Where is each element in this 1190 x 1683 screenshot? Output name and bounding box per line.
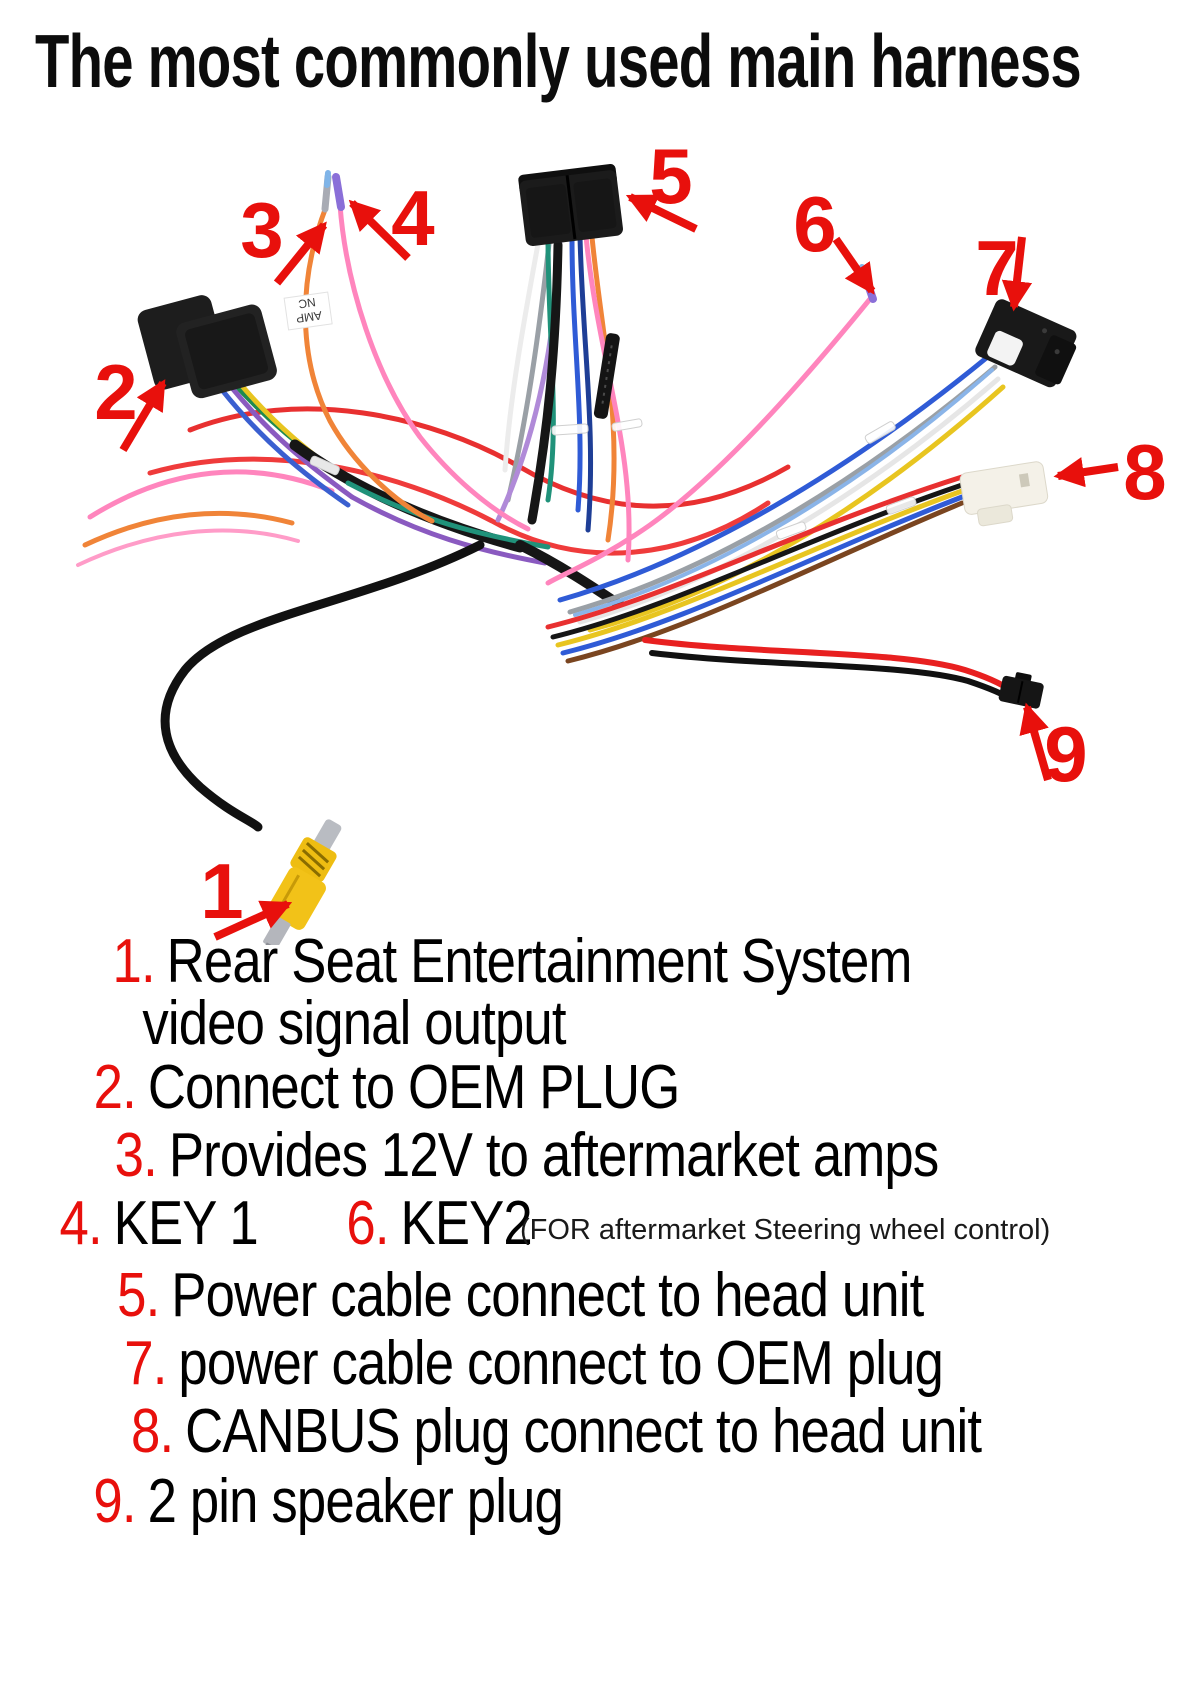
legend-text-6: KEY2: [400, 1189, 533, 1258]
callout-number-2: 2: [94, 348, 137, 436]
key1-wire: [332, 173, 531, 532]
legend-text-7: power cable connect to OEM plug: [178, 1329, 943, 1398]
legend-item-2: 2.Connect to OEM PLUG: [93, 1052, 681, 1123]
callout-arrow-6: [832, 236, 876, 295]
callout-number-8: 8: [1123, 428, 1166, 516]
page-title: The most commonly used main harness: [35, 19, 1082, 103]
legend-number-4: 4.: [59, 1189, 103, 1258]
legend-item-1: 1.Rear Seat Entertainment System: [112, 926, 913, 997]
oem-power-connector: [975, 299, 1077, 388]
callout-arrow-1: [213, 900, 293, 941]
legend-text-3: Provides 12V to aftermarket amps: [168, 1121, 939, 1190]
canbus-connector: [959, 461, 1049, 527]
legend-item-1-line2: video signal output: [142, 988, 566, 1059]
rca-cable: [160, 540, 485, 832]
callout-arrow-2: [119, 379, 167, 453]
callout-arrows: [119, 193, 1119, 941]
callout-arrow-4: [348, 199, 411, 261]
callout-number-9: 9: [1044, 710, 1087, 798]
legend-item-3: 3.Provides 12V to aftermarket amps: [114, 1120, 940, 1191]
legend-item-7: 7.power cable connect to OEM plug: [124, 1328, 944, 1399]
callout-arrow-5: [625, 193, 698, 233]
legend-number-9: 9.: [93, 1467, 136, 1536]
iso-head-unit-connector: [518, 164, 623, 247]
canbus-wires: [545, 474, 965, 664]
speaker-plug-connector: [998, 672, 1044, 709]
cable-ties: [309, 418, 917, 540]
callout-arrow-3: [273, 221, 328, 286]
legend-number-2: 2.: [93, 1053, 137, 1122]
legend-text-2: Connect to OEM PLUG: [147, 1053, 680, 1122]
callout-arrow-9: [1019, 702, 1052, 782]
legend-number-7: 7.: [124, 1329, 167, 1398]
legend-text-1b: video signal output: [142, 989, 566, 1058]
wire-tangle: [76, 406, 791, 567]
callout-number-7: 7: [975, 224, 1018, 312]
callout-number-3: 3: [240, 186, 283, 274]
callout-number-1: 1: [200, 847, 243, 935]
svg-text:AMP: AMP: [295, 308, 323, 325]
legend-number-5: 5.: [117, 1261, 160, 1330]
legend-text-4: KEY 1: [113, 1189, 259, 1258]
legend-item-5: 5.Power cable connect to head unit: [117, 1260, 924, 1331]
legend-item-9: 9.2 pin speaker plug: [93, 1466, 563, 1537]
amp-12v-wire: [302, 170, 435, 524]
legend-text-5: Power cable connect to head unit: [171, 1261, 924, 1330]
amp-wire-tag: AMP NC: [283, 291, 333, 331]
legend-item-8: 8.CANBUS plug connect to head unit: [131, 1396, 982, 1467]
callout-number-4: 4: [391, 174, 434, 262]
legend-note-6: (FOR aftermarket Steering wheel control): [520, 1214, 1051, 1246]
oem-plug-connector: [137, 295, 277, 399]
legend-text-8: CANBUS plug connect to head unit: [185, 1397, 982, 1466]
callout-number-6: 6: [793, 180, 836, 268]
legend-number-6: 6.: [346, 1189, 389, 1258]
speaker-pair-wires: [642, 637, 1015, 703]
callout-arrow-8: [1053, 457, 1119, 488]
iso-connector-wires: [495, 230, 632, 563]
callout-number-5: 5: [649, 132, 692, 220]
svg-text:NC: NC: [297, 295, 316, 311]
legend-text-1: Rear Seat Entertainment System: [166, 927, 913, 996]
callout-numbers: 1 2 3 4 5 6 7 8 9: [94, 132, 1166, 935]
legend-number-8: 8.: [131, 1397, 174, 1466]
legend-item-6: 6.KEY2: [346, 1188, 532, 1259]
wire-sleeve-label: [593, 333, 620, 419]
callout-arrow-7: [1001, 236, 1033, 312]
legend-text-9: 2 pin speaker plug: [147, 1467, 564, 1536]
legend-number-3: 3.: [114, 1121, 158, 1190]
legend-number-1: 1.: [112, 927, 156, 996]
legend-item-4: 4.KEY 1: [59, 1188, 259, 1259]
harness-photo: AMP NC: [76, 132, 1167, 945]
